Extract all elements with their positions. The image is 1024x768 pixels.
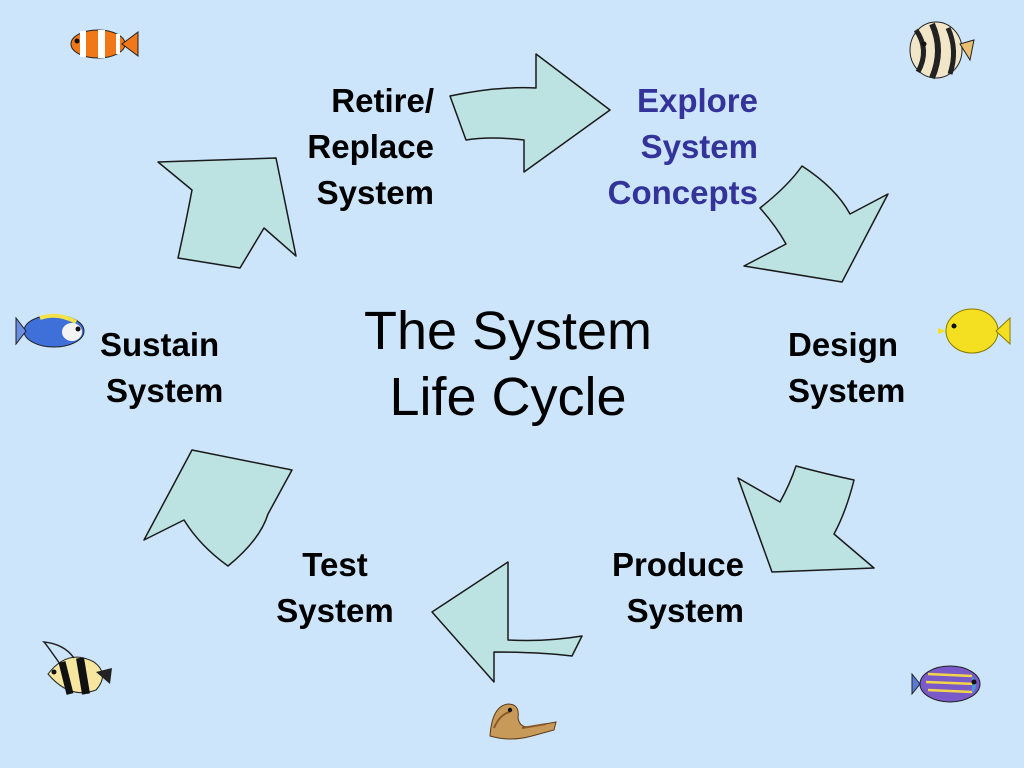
stage-produce-label: Produce System (611, 546, 744, 629)
diagram-title: The System Life Cycle (363, 301, 653, 427)
arrow-retire-to-explore (449, 53, 611, 173)
arrow-design-to-produce (737, 465, 875, 573)
stage-sustain-label: Sustain System (100, 326, 224, 409)
arrow-test-to-sustain (143, 449, 293, 567)
blue-tang-icon (15, 313, 85, 348)
butterflyfish-icon (909, 21, 975, 80)
stage-explore-label: Explore System Concepts (607, 82, 758, 211)
arrow-sustain-to-retire (157, 157, 297, 269)
arrow-explore-to-design (743, 165, 889, 283)
stage-retire-label: Retire/ Replace System (307, 82, 434, 211)
stage-design-label: Design System (788, 326, 906, 409)
clownfish-icon (70, 29, 139, 59)
moorish-idol-icon (41, 641, 112, 695)
yellow-tang-icon (938, 308, 1011, 354)
arrow-produce-to-test (431, 561, 583, 683)
eel-icon (489, 703, 557, 740)
stage-test-label: Test System (276, 546, 394, 629)
angelfish-icon (911, 665, 981, 703)
